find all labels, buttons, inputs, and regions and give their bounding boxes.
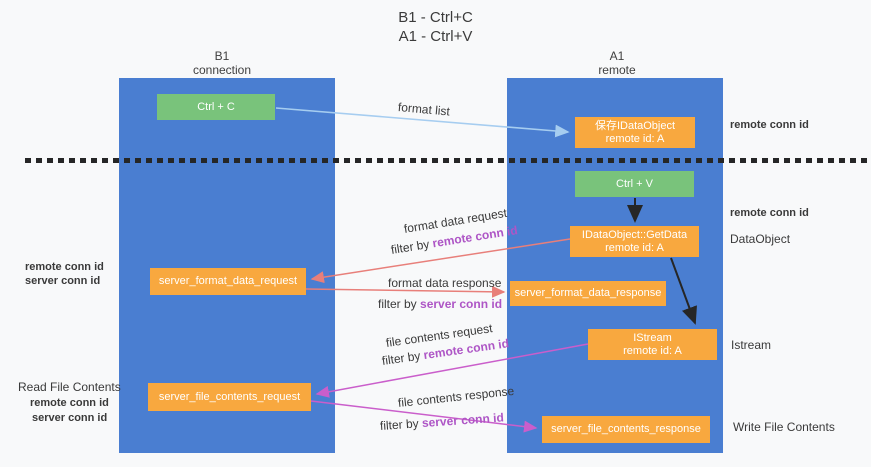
node-ctrl-v-label: Ctrl + V: [616, 177, 653, 190]
label-read-file-contents: Read File Contents: [18, 380, 121, 394]
node-ctrl-c-label: Ctrl + C: [197, 100, 235, 113]
node-istream-line1: IStream: [633, 331, 672, 344]
lane-header-a1: A1 remote: [537, 49, 697, 77]
filter-prefix: filter by: [378, 297, 421, 311]
lane-header-b1: B1 connection: [142, 49, 302, 77]
node-save-idataobject: 保存IDataObject remote id: A: [575, 117, 695, 148]
label-istream: Istream: [731, 338, 772, 352]
label-server-conn-id-left-2: server conn id: [32, 412, 108, 424]
flow-label-format-data-response: format data response: [388, 276, 502, 290]
node-idataobject-getdata: IDataObject::GetData remote id: A: [570, 226, 699, 257]
title-line-1: B1 - Ctrl+C: [398, 9, 473, 26]
lane-a1-name: A1: [609, 49, 625, 63]
node-ctrl-c: Ctrl + C: [157, 94, 275, 120]
filter-prefix: filter by: [389, 236, 434, 257]
label-remote-conn-id-top-right: remote conn id: [730, 119, 809, 131]
flow-label-format-list: format list: [397, 100, 451, 119]
label-server-conn-id-left: server conn id: [25, 275, 101, 287]
node-server-format-data-request: server_format_data_request: [150, 268, 306, 295]
node-istream: IStream remote id: A: [588, 329, 717, 360]
flow-label-file-contents-response: file contents response: [397, 383, 515, 410]
node-ctrl-v: Ctrl + V: [575, 171, 694, 197]
node-server-format-data-response: server_format_data_response: [510, 281, 666, 306]
label-write-file-contents: Write File Contents: [733, 420, 835, 434]
node-server-format-data-response-label: server_format_data_response: [514, 287, 662, 299]
label-dataobject: DataObject: [730, 232, 791, 246]
filter-prefix: filter by: [381, 348, 425, 368]
lane-b1-subtitle: connection: [192, 63, 252, 77]
node-save-idataobject-line2: remote id: A: [605, 132, 665, 145]
node-save-idataobject-line1: 保存IDataObject: [594, 119, 676, 132]
flow-label-filter-format-response: filter by server conn id: [378, 297, 502, 311]
node-server-file-contents-request-label: server_file_contents_request: [158, 390, 301, 403]
filter-prefix: filter by: [379, 416, 423, 433]
node-server-file-contents-request: server_file_contents_request: [148, 383, 311, 411]
node-idataobject-getdata-line1: IDataObject::GetData: [581, 228, 688, 241]
flow-label-filter-file-response: filter by server conn id: [380, 410, 505, 433]
node-idataobject-getdata-line2: remote id: A: [605, 241, 664, 254]
node-istream-line2: remote id: A: [623, 344, 682, 357]
lane-b1-name: B1: [214, 49, 230, 63]
dashed-divider-line: [25, 158, 871, 163]
filter-id-server-conn: server conn id: [420, 297, 503, 311]
filter-id-server-conn-2: server conn id: [421, 410, 505, 431]
diagram-title: B1 - Ctrl+C A1 - Ctrl+V: [0, 8, 871, 46]
node-server-file-contents-response: server_file_contents_response: [542, 416, 710, 443]
title-line-2: A1 - Ctrl+V: [398, 28, 473, 45]
label-remote-conn-id-left-2: remote conn id: [30, 397, 109, 409]
label-remote-conn-id-mid-right: remote conn id: [730, 207, 809, 219]
node-server-format-data-request-label: server_format_data_request: [158, 275, 298, 287]
label-remote-conn-id-left: remote conn id: [25, 261, 104, 273]
node-server-file-contents-response-label: server_file_contents_response: [551, 423, 701, 435]
lane-a1-subtitle: remote: [598, 63, 636, 77]
